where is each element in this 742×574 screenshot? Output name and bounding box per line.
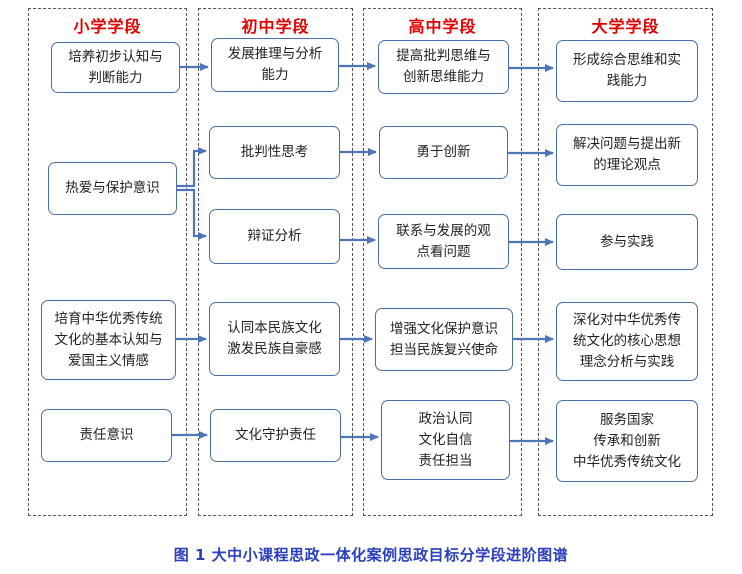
node-primary-responsibility: 责任意识 bbox=[41, 409, 172, 462]
node-junior-dialectical: 辩证分析 bbox=[209, 209, 340, 264]
node-primary-culture-patriotism: 培育中华优秀传统 文化的基本认知与 爱国主义情感 bbox=[41, 300, 176, 380]
node-senior-culture-protection: 增强文化保护意识 担当民族复兴使命 bbox=[375, 308, 513, 371]
node-univ-deepen-culture: 深化对中华优秀传 统文化的核心思想 理念分析与实践 bbox=[556, 302, 698, 381]
node-junior-culture-identity: 认同本民族文化 激发民族自豪感 bbox=[209, 302, 340, 376]
node-junior-reasoning: 发展推理与分析 能力 bbox=[211, 38, 339, 92]
figure-caption: 图 1 大中小课程思政一体化案例思政目标分学段进阶图谱 bbox=[173, 546, 569, 564]
node-senior-connection-development: 联系与发展的观 点看问题 bbox=[378, 214, 509, 269]
node-senior-innovation-thinking: 提高批判思维与 创新思维能力 bbox=[378, 40, 509, 94]
stage-column-junior: 初中学段 bbox=[198, 8, 353, 516]
node-senior-innovate: 勇于创新 bbox=[379, 126, 508, 179]
node-univ-practice-ability: 形成综合思维和实 践能力 bbox=[556, 40, 698, 102]
node-junior-critical-thinking: 批判性思考 bbox=[209, 126, 340, 179]
stage-column-primary: 小学学段 bbox=[28, 8, 187, 516]
stage-title-junior: 初中学段 bbox=[241, 17, 310, 36]
stage-title-senior: 高中学段 bbox=[408, 17, 477, 36]
stage-column-university: 大学学段 bbox=[538, 8, 713, 516]
node-univ-serve-nation: 服务国家 传承和创新 中华优秀传统文化 bbox=[556, 400, 698, 482]
node-primary-cognition: 培养初步认知与 判断能力 bbox=[51, 42, 180, 93]
stage-column-senior: 高中学段 bbox=[363, 8, 522, 516]
node-senior-political-identity: 政治认同 文化自信 责任担当 bbox=[381, 400, 510, 480]
node-univ-participate: 参与实践 bbox=[556, 214, 698, 270]
node-primary-love-protection: 热爱与保护意识 bbox=[48, 162, 177, 215]
node-univ-problem-solving: 解决问题与提出新 的理论观点 bbox=[556, 124, 698, 186]
stage-title-university: 大学学段 bbox=[591, 17, 660, 36]
stage-title-primary: 小学学段 bbox=[73, 17, 142, 36]
node-junior-culture-guard: 文化守护责任 bbox=[210, 409, 341, 462]
